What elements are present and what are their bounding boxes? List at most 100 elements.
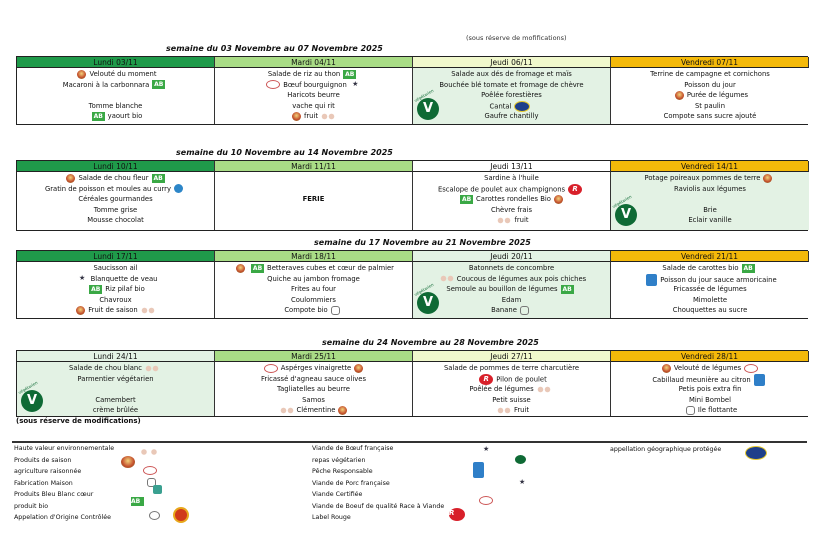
menu-item: Brie <box>611 205 809 216</box>
menu-item-text: Escalope de poulet aux champignons <box>437 185 566 193</box>
menu-item: Poêlée de légumes <box>413 384 610 395</box>
organic-ab-icon: AB <box>343 69 357 79</box>
menu-item <box>17 384 214 395</box>
modifications-note: (sous réserve de modifications) <box>16 417 141 425</box>
day-header: Vendredi 07/11 <box>611 57 809 68</box>
seasonal-product-icon <box>763 173 773 183</box>
menu-item: Cabillaud meunière au citron <box>611 373 809 386</box>
label-rouge-icon: R <box>479 373 494 385</box>
menu-item: Cantal <box>413 100 610 112</box>
menu-item-text: Saucisson ail <box>93 264 138 272</box>
legend-item: Viande de Boeuf de qualité Race à Viande <box>312 502 445 510</box>
seasonal-product-icon <box>661 363 671 373</box>
menu-item: Salade aux dés de fromage et maïs <box>413 69 610 80</box>
menu-item-text: Cabillaud meunière au citron <box>652 375 751 384</box>
menu-item-text: FERIE <box>302 195 325 203</box>
menu-item: Samos <box>215 395 412 406</box>
menu-item: Chèvre frais <box>413 205 610 216</box>
legend-item: Label Rouge <box>312 514 351 521</box>
menu-item: Petis pois extra fin <box>611 384 809 395</box>
menu-item: Compote sans sucre ajouté <box>611 111 809 122</box>
vegetarian-badge-icon: V <box>21 390 43 412</box>
menu-item: Gaufre chantilly <box>413 111 610 122</box>
day-header: Vendredi 14/11 <box>611 161 809 172</box>
menu-item-text: Banane <box>491 306 517 314</box>
menu-item: Coulommiers <box>215 295 412 306</box>
menu-item-text: Blanquette de veau <box>90 274 158 283</box>
day-menu-cell: FERIE <box>215 172 413 230</box>
menu-item-text: Terrine de campagne et cornichons <box>650 70 770 78</box>
hve-icon <box>536 385 551 393</box>
menu-item-text: Velouté de légumes <box>673 364 742 372</box>
legend-item: Produits de saison <box>14 456 72 464</box>
menu-item-text: Salade aux dés de fromage et maïs <box>451 70 572 78</box>
menu-item-text: Coucous de légumes aux pois chiches <box>456 274 587 283</box>
legend-item: produit bio <box>14 502 49 510</box>
day-header: Vendredi 21/11 <box>611 251 809 262</box>
organic-ab-icon: AB <box>741 263 755 273</box>
seasonal-product-icon <box>354 363 364 373</box>
menu-item: Tomme grise <box>17 205 214 216</box>
day-header: Lundi 17/11 <box>17 251 215 262</box>
menu-item <box>215 184 412 195</box>
menu-item <box>611 194 809 205</box>
agriculture-raisonnee-icon <box>263 363 278 373</box>
menu-item-text: fruit <box>514 216 529 224</box>
menu-item-text: Fruit <box>513 406 530 414</box>
menu-item: Salade de chou blanc <box>17 363 214 374</box>
legend-item: Viande de Bœuf française <box>312 445 394 452</box>
menu-item: crème brûlée <box>17 405 214 416</box>
menu-item-text: Compote sans sucre ajouté <box>663 112 757 120</box>
homemade-icon <box>519 305 529 315</box>
organic-ab-icon: AB <box>131 497 144 506</box>
menu-item-text: Betteraves cubes et cœur de palmier <box>267 264 394 272</box>
menu-item: Clémentine <box>215 405 412 416</box>
legend-item: Pêche Responsable <box>312 468 373 475</box>
day-header: Lundi 24/11 <box>17 351 215 362</box>
menu-item: Bœuf bourguignon★ <box>215 80 412 91</box>
organic-ab-icon: AB <box>151 173 165 183</box>
responsible-fishing-icon <box>473 462 484 478</box>
hve-icon <box>496 406 511 414</box>
day-header: Lundi 03/11 <box>17 57 215 68</box>
menu-item: Tagliatelles au beurre <box>215 384 412 395</box>
menu-item: St paulin <box>611 101 809 112</box>
day-header: Vendredi 28/11 <box>611 351 809 362</box>
menu-item: fruit <box>215 111 412 122</box>
menu-item-text: Poisson du jour sauce armoricaine <box>660 275 777 284</box>
menu-item-text: Bœuf bourguignon <box>283 80 347 89</box>
menu-item: Quiche au jambon fromage <box>215 274 412 285</box>
menu-item: Batonnets de concombre <box>413 263 610 274</box>
vegetarian-badge-icon: V <box>615 204 637 226</box>
week-title: semaine du 17 Novembre au 21 Novembre 20… <box>314 238 531 247</box>
menu-item: Chavroux <box>17 295 214 306</box>
menu-item: Camembert <box>17 395 214 406</box>
menu-item <box>215 173 412 184</box>
hve-icon <box>439 275 454 282</box>
day-header: Jeudi 13/11 <box>413 161 611 172</box>
menu-item-text: Bouchée blé tomate et fromage de chèvre <box>439 80 584 89</box>
hve-icon <box>279 406 294 414</box>
hve-icon <box>144 364 159 372</box>
menu-item-text: Semoule au bouillon de légumes <box>446 285 558 293</box>
menu-item-text: Chavroux <box>99 295 132 304</box>
menu-item: Gratin de poisson et moules au curry <box>17 184 214 195</box>
menu-item-text: Poisson du jour <box>684 80 736 89</box>
menu-item-text: Raviolis aux légumes <box>674 184 746 193</box>
french-meat-icon: ★ <box>78 274 86 282</box>
menu-item-text: Chouquettes au sucre <box>672 306 748 314</box>
menu-item-text: Salade de carottes bio <box>662 264 739 272</box>
